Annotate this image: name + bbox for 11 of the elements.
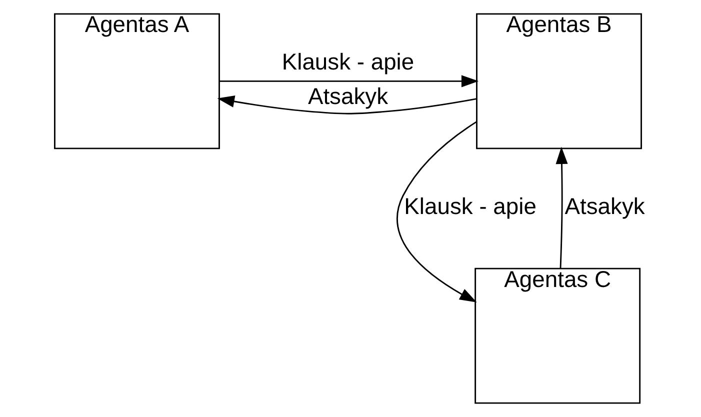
- edge-label: Klausk - apie: [404, 192, 536, 219]
- edge-label: Klausk - apie: [282, 48, 414, 74]
- node-box: Agentas B: [476, 13, 642, 150]
- arrow: [217, 95, 477, 114]
- node-box: Agentas A: [54, 13, 220, 150]
- node-box: Agentas C: [474, 268, 641, 404]
- arrow: [556, 146, 568, 268]
- arrow: [396, 121, 477, 302]
- edge-label: Atsakyk: [564, 192, 645, 219]
- edge-label: Atsakyk: [308, 82, 388, 109]
- arrow: [219, 75, 479, 88]
